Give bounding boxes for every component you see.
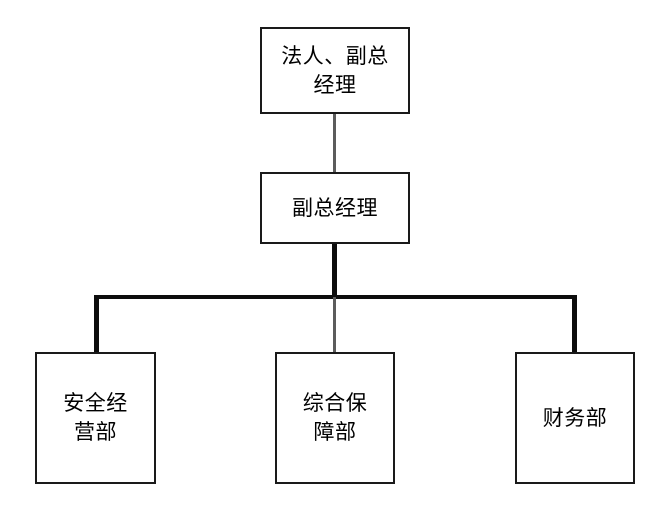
node-label: 法人、副总 经理 <box>281 43 389 97</box>
node-safety-operations-department: 安全经 营部 <box>35 352 156 484</box>
node-label: 安全经 营部 <box>63 391 128 444</box>
node-legal-rep-deputy-general-manager: 法人、副总 经理 <box>260 27 410 114</box>
connector-bus-to-safety-operations <box>94 295 99 353</box>
node-deputy-general-manager: 副总经理 <box>260 172 410 244</box>
connector-top-to-deputy-manager <box>333 113 336 173</box>
connector-bus-to-finance <box>572 295 577 353</box>
node-label: 综合保 障部 <box>302 391 368 444</box>
node-general-support-department: 综合保 障部 <box>275 352 395 484</box>
connector-deputy-manager-to-bus <box>332 243 337 299</box>
node-label: 副总经理 <box>292 195 378 220</box>
connector-bus-to-general-support <box>333 297 336 353</box>
node-finance-department: 财务部 <box>515 352 635 484</box>
node-label: 财务部 <box>542 405 608 430</box>
